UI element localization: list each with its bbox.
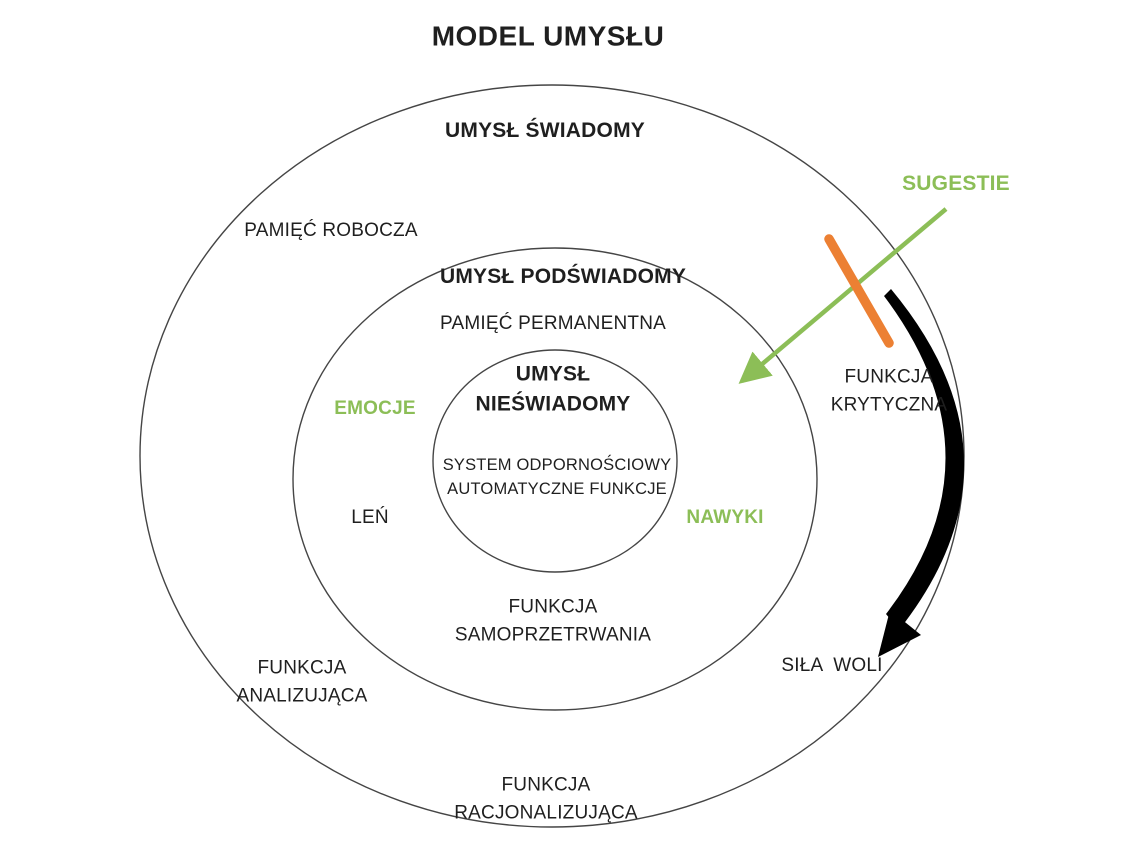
- critical-function-label: FUNKCJA KRYTYCZNA: [830, 366, 948, 415]
- middle-circle-subconscious: [292, 247, 818, 711]
- permanent-memory-label: PAMIĘĆ PERMANENTNA: [440, 313, 666, 335]
- inner-circle-unconscious: [432, 349, 678, 573]
- emotions-label: EMOCJE: [334, 398, 416, 420]
- critical-function-barrier: [824, 234, 894, 348]
- conscious-mind-label: UMYSŁ ŚWIADOMY: [445, 118, 645, 142]
- immune-system-label: SYSTEM ODPORNOŚCIOWY AUTOMATYCZNE FUNKCJ…: [442, 456, 672, 498]
- willpower-label: SIŁA WOLI: [781, 655, 883, 677]
- unconscious-mind-label: UMYSŁ NIEŚWIADOMY: [475, 362, 631, 416]
- outer-circle-conscious: [139, 84, 965, 828]
- self-preservation-label: FUNKCJA SAMOPRZETRWANIA: [454, 596, 652, 645]
- working-memory-label: PAMIĘĆ ROBOCZA: [244, 220, 418, 242]
- analyzing-function-label: FUNKCJA ANALIZUJĄCA: [236, 657, 368, 706]
- willpower-arrowhead-icon: [878, 610, 921, 657]
- habits-label: NAWYKI: [686, 507, 764, 529]
- rationalizing-function-label: FUNKCJA RACJONALIZUJĄCA: [454, 774, 638, 823]
- suggestion-arrow: [738, 207, 948, 384]
- suggestions-label: SUGESTIE: [902, 171, 1010, 195]
- willpower-arrow-body: [884, 289, 965, 630]
- diagram-title: MODEL UMYSŁU: [431, 20, 665, 52]
- laziness-label: LEŃ: [351, 507, 389, 529]
- subconscious-mind-label: UMYSŁ PODŚWIADOMY: [439, 264, 687, 288]
